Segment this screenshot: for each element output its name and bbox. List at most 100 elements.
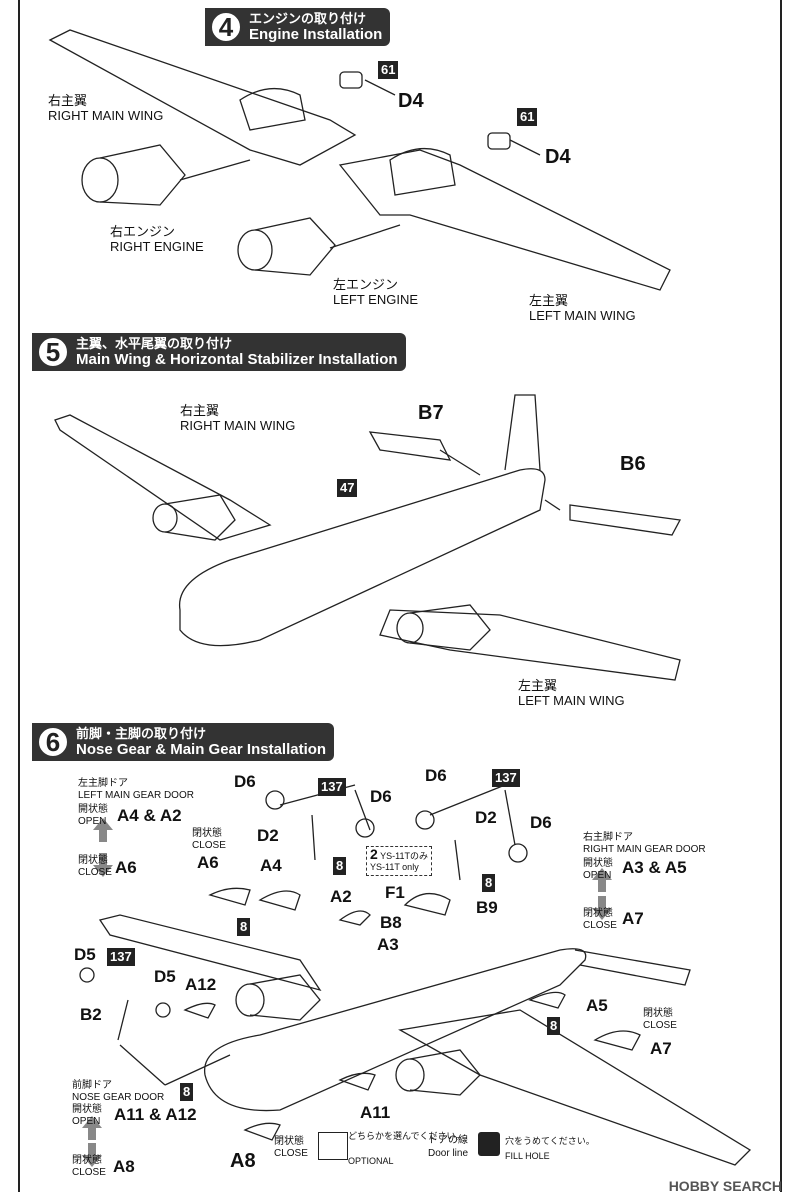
right-wing-4 (48, 29, 357, 166)
part-box: 8 (237, 918, 251, 936)
part-box: 47 (337, 479, 358, 497)
part-box: 8 (482, 874, 496, 892)
step-title-jp: エンジンの取り付け (249, 10, 367, 26)
label: 左主翼 (518, 678, 558, 693)
label: CLOSE (192, 840, 226, 851)
part-label: D6 (234, 772, 256, 791)
label: CLOSE (583, 920, 617, 931)
label: LEFT ENGINE (333, 292, 419, 307)
step5-header: 5 主翼、水平尾翼の取り付け Main Wing & Horizontal St… (32, 333, 406, 371)
label: 開状態 (72, 1104, 102, 1115)
label: CLOSE (274, 1148, 308, 1159)
step-title-en: Engine Installation (249, 25, 383, 43)
label: 左エンジン (333, 277, 399, 292)
ys-num: 2 (370, 846, 378, 862)
part-label: A6 (197, 853, 219, 872)
page-frame (18, 0, 782, 1192)
step-number: 6 (36, 725, 70, 759)
part-label: A7 (622, 909, 644, 928)
label: 右主翼 (180, 403, 220, 418)
label: 左主脚ドア (78, 778, 128, 789)
optional-icon (318, 1132, 348, 1160)
part-label: D6 (530, 813, 552, 832)
part-label: B2 (80, 1005, 102, 1024)
watermark: HOBBY SEARCH (668, 1178, 782, 1194)
part-label: D5 (154, 967, 176, 986)
label: 閉状態 (274, 1136, 304, 1147)
label: RIGHT ENGINE (110, 239, 204, 254)
label: CLOSE (78, 867, 112, 878)
label: RIGHT MAIN WING (48, 108, 164, 123)
part-label: A6 (115, 858, 137, 877)
part-label: A8 (230, 1150, 256, 1172)
part-label: B9 (476, 898, 498, 917)
step4-header: 4 エンジンの取り付け Engine Installation (205, 8, 391, 46)
step-title-en: Nose Gear & Main Gear Installation (76, 740, 327, 758)
ys11t-note: 2 YS-11Tのみ YS-11T only (366, 846, 432, 876)
label: 閉状態 (78, 855, 108, 866)
part-label: A5 (586, 996, 608, 1015)
label: 閉状態 (72, 1155, 102, 1166)
part-label: A8 (113, 1157, 135, 1176)
part-label: B8 (380, 913, 402, 932)
part-label: D6 (370, 787, 392, 806)
label: NOSE GEAR DOOR (72, 1092, 165, 1103)
label: 右主翼 (48, 93, 88, 108)
legend-optional-jp: どちらかを選んでください。 (348, 1131, 465, 1141)
step6-header: 6 前脚・主脚の取り付け Nose Gear & Main Gear Insta… (32, 723, 335, 761)
label: RIGHT MAIN WING (180, 418, 296, 433)
part-box: 61 (517, 108, 538, 126)
left-wing-4 (338, 149, 671, 291)
part-box: 8 (547, 1017, 561, 1035)
part-label: A4 (260, 856, 282, 875)
part-label: A11 (360, 1103, 391, 1122)
legend-fill-jp: 穴をうめてください。 (505, 1136, 595, 1146)
part-label: A4 & A2 (117, 806, 182, 825)
label: 右エンジン (110, 224, 176, 239)
fuselage-5 (178, 468, 546, 647)
legend-door-en: Door line (428, 1148, 469, 1159)
part-box: 137 (318, 778, 346, 796)
label: LEFT MAIN WING (529, 308, 636, 323)
legend-optional-en: OPTIONAL (348, 1156, 394, 1166)
label: OPEN (583, 870, 612, 881)
step-title-en: Main Wing & Horizontal Stabilizer Instal… (76, 350, 398, 368)
label: OPEN (72, 1116, 101, 1127)
label: 閉状態 (583, 908, 613, 919)
part-label: A12 (185, 975, 217, 994)
label: 閉状態 (192, 828, 222, 839)
legend-door-jp: ドアの線 (428, 1135, 468, 1146)
step-title-jp: 前脚・主脚の取り付け (76, 725, 207, 741)
step-title-jp: 主翼、水平尾翼の取り付け (76, 335, 233, 351)
part-label: B7 (418, 402, 444, 424)
part-label: A3 (377, 935, 399, 954)
part-label: A2 (330, 887, 352, 906)
fuselage-6 (204, 948, 587, 1112)
ys-jp: YS-11Tのみ (380, 851, 428, 861)
label: 開状態 (583, 858, 613, 869)
part-label: F1 (385, 883, 405, 902)
label: OPEN (78, 816, 107, 827)
label: 閉状態 (643, 1008, 673, 1019)
label: 右主脚ドア (583, 832, 633, 843)
part-label: D2 (475, 808, 497, 827)
part-label: D5 (74, 945, 96, 964)
legend-fill-en: FILL HOLE (505, 1151, 550, 1161)
part-box: 137 (107, 948, 135, 966)
label: 左主翼 (529, 293, 569, 308)
part-box: 137 (492, 769, 520, 787)
part-label: A11 & A12 (114, 1105, 197, 1124)
label: CLOSE (643, 1020, 677, 1031)
label: LEFT MAIN GEAR DOOR (78, 790, 194, 801)
part-label: A7 (650, 1039, 672, 1058)
part-label: D2 (257, 826, 279, 845)
label: 前脚ドア (72, 1080, 112, 1091)
part-label: B6 (620, 453, 646, 475)
label: RIGHT MAIN GEAR DOOR (583, 844, 706, 855)
part-box: 61 (378, 61, 399, 79)
part-label: D4 (398, 90, 424, 112)
label: CLOSE (72, 1167, 106, 1178)
fill-hole-icon (478, 1132, 500, 1156)
ys-en: YS-11T only (370, 862, 419, 872)
